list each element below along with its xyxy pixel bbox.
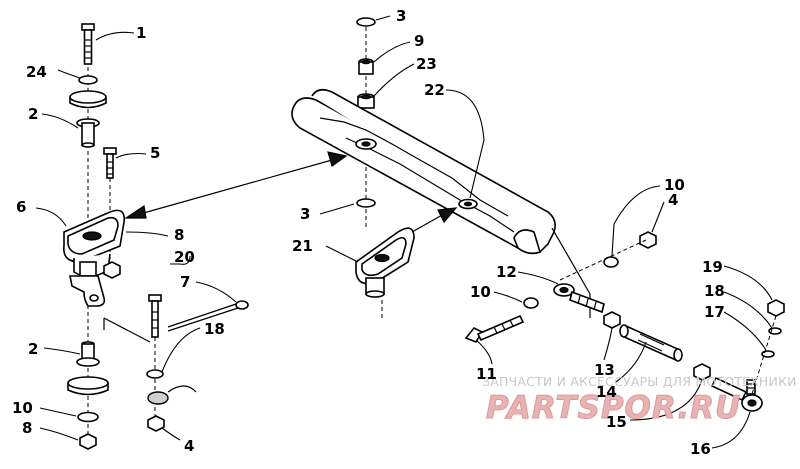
callout-11: 11 (476, 365, 497, 383)
callout-4-left: 4 (184, 437, 194, 455)
nut-8-upper (103, 261, 121, 279)
callout-18-right: 18 (704, 282, 725, 300)
callout-8-upper: 8 (174, 226, 184, 244)
callout-8-lower: 8 (22, 419, 32, 437)
nut-8-lower (79, 433, 97, 450)
callout-20: 20 (174, 248, 195, 266)
callout-6: 6 (16, 198, 26, 216)
callout-9: 9 (414, 32, 424, 50)
callout-18-left: 18 (204, 320, 225, 338)
callout-4-right: 4 (668, 191, 678, 209)
bushing-23 (357, 93, 375, 109)
washer-3-bottom (356, 198, 376, 208)
rubber-damper-top (69, 90, 107, 109)
callout-13: 13 (594, 361, 615, 379)
jam-nut-13 (603, 311, 621, 329)
callout-23: 23 (416, 55, 437, 73)
callout-14: 14 (596, 383, 617, 401)
callout-16: 16 (690, 440, 711, 458)
callout-2-top: 2 (28, 105, 38, 123)
washer-3-top (356, 17, 376, 27)
right-assembly (464, 227, 785, 412)
washer-17 (761, 350, 775, 358)
pivot-bracket-21 (355, 227, 415, 318)
left-assembly (63, 23, 249, 450)
bolt-1 (81, 23, 95, 65)
arrow-link-bracket6-to-tiebar (124, 151, 348, 219)
leader-bar-to-tierod (551, 227, 591, 295)
callout-15: 15 (606, 413, 627, 431)
callout-7: 7 (180, 273, 190, 291)
callout-17: 17 (704, 303, 725, 321)
tierod-sleeve-14 (619, 324, 683, 362)
callout-5: 5 (150, 144, 160, 162)
callout-24: 24 (26, 63, 47, 81)
spacer-9 (358, 58, 374, 75)
washer-10-upper (603, 256, 619, 268)
callout-10-left: 10 (12, 399, 33, 417)
bolt-11 (464, 314, 525, 343)
cotter-pin-7 (167, 300, 249, 332)
callout-21: 21 (292, 237, 313, 255)
watermark: ЗАПЧАСТИ И АКСЕССУАРЫ ДЛЯ МОТОТЕХНИКИ PA… (482, 374, 797, 427)
tierod-end-12 (553, 283, 605, 314)
end-bushing (147, 385, 197, 405)
bolt-20 (148, 294, 162, 430)
tie-bar-22 (291, 88, 556, 255)
callout-22: 22 (424, 81, 445, 99)
callout-1: 1 (136, 24, 146, 42)
ball-joint-16 (710, 376, 763, 412)
washer-10-lower (523, 297, 539, 309)
watermark-logo: PARTSPOR.RU (486, 390, 741, 426)
watermark-caption: ЗАПЧАСТИ И АКСЕССУАРЫ ДЛЯ МОТОТЕХНИКИ (482, 374, 797, 389)
nut-15 (693, 363, 711, 381)
nut-4-left (147, 415, 165, 432)
callout-3-bottom: 3 (300, 205, 310, 223)
arrow-bracket21-to-tiebar (411, 207, 458, 233)
nut-4-right (639, 231, 657, 249)
callout-10-upper: 10 (664, 176, 685, 194)
washer-24 (78, 75, 98, 85)
bushing-2-bottom (76, 341, 100, 367)
callout-10-lower: 10 (470, 283, 491, 301)
callout-labels: 1 24 2 5 6 8 20 7 18 2 10 8 4 3 9 23 22 … (12, 7, 725, 458)
washer-10-left (77, 411, 99, 423)
nut-19 (767, 299, 785, 317)
callout-12: 12 (496, 263, 517, 281)
leader-lines (35, 15, 773, 449)
rubber-damper-bottom (67, 376, 109, 396)
pivot-bracket-6 (63, 209, 151, 343)
center-assembly (124, 17, 556, 318)
callout-3-top: 3 (396, 7, 406, 25)
bushing-2-top (76, 118, 100, 148)
callout-19: 19 (702, 258, 723, 276)
washer-18-left (146, 369, 164, 379)
callout-2-bottom: 2 (28, 340, 38, 358)
